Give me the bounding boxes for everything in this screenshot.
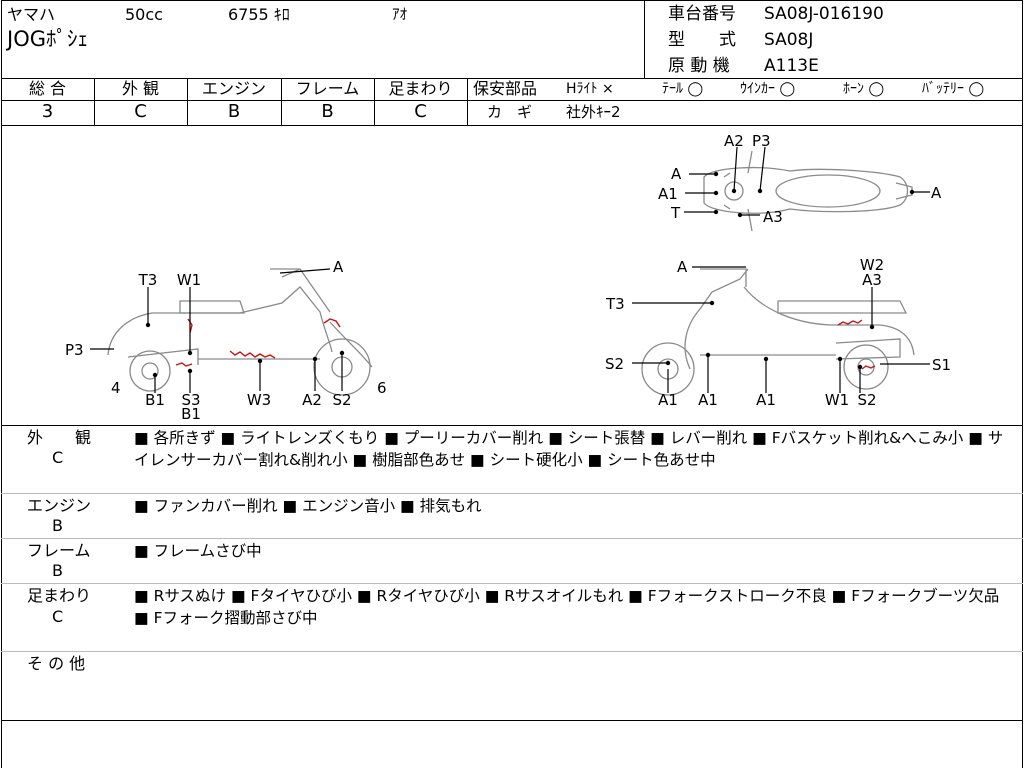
grades-col-divider	[187, 78, 188, 126]
label-left-s3: S3	[181, 391, 200, 409]
label-top-a2: A2	[724, 132, 744, 150]
header-divider	[644, 0, 645, 78]
label-left-a: A	[333, 258, 344, 276]
model-name: JOGﾎﾟｼｪ	[7, 27, 88, 51]
label-right-a: A	[677, 258, 688, 276]
label-top-a-left: A	[671, 165, 682, 183]
label-right-a3: A3	[862, 271, 882, 289]
label-left-t3: T3	[138, 271, 158, 289]
callout-dots	[145, 171, 915, 378]
label-left-w3: W3	[247, 391, 271, 409]
border-right	[1022, 0, 1023, 768]
chassis-value: SA08J-016190	[764, 4, 884, 24]
safety-label: 保安部品	[473, 79, 538, 98]
grades-col-divider	[281, 78, 282, 126]
label-left-s2: S2	[332, 391, 351, 409]
mileage: 6755 ｷﾛ	[228, 5, 290, 24]
grade-exterior: C	[134, 101, 147, 122]
suspension-grade: C	[52, 607, 64, 626]
grade-overall: 3	[41, 101, 54, 122]
label-right-s2b: S2	[857, 391, 876, 409]
engine-type-value: A113E	[764, 56, 819, 76]
label-right-s1: S1	[932, 356, 951, 374]
damage-marks	[175, 318, 876, 370]
border-top	[1, 0, 1023, 1]
label-top-a-right: A	[931, 184, 942, 202]
label-left-6: 6	[377, 379, 387, 397]
safety-winker: ｳｲﾝｶｰ ◯	[740, 81, 796, 97]
divider-suspension	[1, 651, 1023, 652]
scooter-outlines	[107, 150, 915, 396]
grades-col-divider	[94, 78, 95, 126]
label-right-t3: T3	[605, 295, 625, 313]
type-label: 型 式	[668, 30, 736, 50]
grade-header-exterior: 外 観	[121, 79, 160, 98]
label-right-a1a: A1	[658, 391, 678, 409]
engine-grade: B	[52, 516, 63, 535]
other-label: そ の 他	[27, 654, 86, 673]
grade-header-overall: 総 合	[28, 79, 67, 98]
label-right-a1b: A1	[698, 391, 718, 409]
key-label: カ ギ	[487, 103, 533, 121]
label-top-a3: A3	[763, 208, 783, 226]
exterior-grade: C	[52, 448, 64, 467]
engine-remarks: ■ ファンカバー削れ ■ エンジン音小 ■ 排気もれ	[134, 497, 482, 515]
grade-engine: B	[227, 101, 241, 122]
label-left-b1: B1	[145, 391, 165, 409]
exterior-remarks: ■ 各所きず ■ ライトレンズくもり ■ プーリーカバー削れ ■ シート張替 ■…	[134, 429, 1004, 469]
details-top-line	[1, 425, 1023, 426]
grades-top-line	[1, 78, 1023, 79]
label-left-w1: W1	[177, 271, 201, 289]
safety-mid-line	[467, 100, 1022, 101]
engine-type-label: 原 動 機	[668, 56, 730, 76]
maker: ヤマハ	[7, 5, 56, 24]
diagram-labels: A2 P3 A A1 T A3 A A T3 W1 P3 4 B1 S3 B1 …	[65, 132, 951, 423]
divider-other	[1, 720, 1023, 721]
safety-battery: ﾊﾞｯﾃﾘｰ ◯	[922, 81, 985, 97]
label-top-p3: P3	[752, 132, 771, 150]
engine-label: エンジン	[27, 496, 92, 515]
safety-horn: ﾎｰﾝ ◯	[843, 81, 885, 97]
grade-header-engine: エンジン	[201, 79, 266, 98]
label-left-b1b: B1	[181, 405, 201, 423]
chassis-label: 車台番号	[668, 4, 736, 24]
scooter-damage-diagram: A2 P3 A A1 T A3 A A T3 W1 P3 4 B1 S3 B1 …	[65, 132, 951, 423]
key-value: 社外ｷｰ2	[566, 103, 621, 121]
divider-exterior	[1, 493, 1023, 494]
frame-grade: B	[52, 561, 63, 580]
grade-frame: B	[321, 101, 334, 122]
suspension-label: 足まわり	[27, 586, 92, 605]
divider-engine	[1, 538, 1023, 539]
border-left	[1, 0, 2, 768]
label-top-a1: A1	[658, 185, 678, 203]
grades-col-divider	[374, 78, 375, 126]
grade-suspension: C	[414, 101, 427, 122]
exterior-label: 外 観	[27, 428, 92, 447]
grade-header-suspension: 足まわり	[388, 79, 453, 98]
label-top-t: T	[670, 204, 681, 222]
label-right-s2: S2	[605, 355, 624, 373]
grade-header-frame: フレーム	[295, 79, 360, 98]
displacement: 50cc	[125, 5, 163, 24]
label-right-a1c: A1	[756, 391, 776, 409]
frame-label: フレーム	[27, 541, 91, 560]
callout-leaders	[90, 146, 930, 393]
label-left-a2: A2	[302, 391, 322, 409]
grades-col-divider	[467, 78, 468, 126]
label-right-w2: W2	[860, 256, 884, 274]
label-right-w1: W1	[825, 391, 849, 409]
type-value: SA08J	[764, 30, 814, 50]
label-left-4: 4	[111, 379, 121, 397]
safety-tail: ﾃｰﾙ ◯	[662, 81, 704, 97]
safety-headlight: Hﾗｲﾄ ×	[566, 81, 614, 97]
frame-remarks: ■ フレームさび中	[134, 542, 262, 560]
divider-frame	[1, 583, 1023, 584]
grades-bottom-line	[1, 125, 1023, 126]
body-color: ｱｵ	[392, 5, 408, 23]
suspension-remarks: ■ Rサスぬけ ■ Fタイヤひび小 ■ Rタイヤひび小 ■ Rサスオイルもれ ■…	[134, 587, 1000, 627]
grades-mid-line	[1, 100, 467, 101]
label-left-p3: P3	[65, 341, 84, 359]
